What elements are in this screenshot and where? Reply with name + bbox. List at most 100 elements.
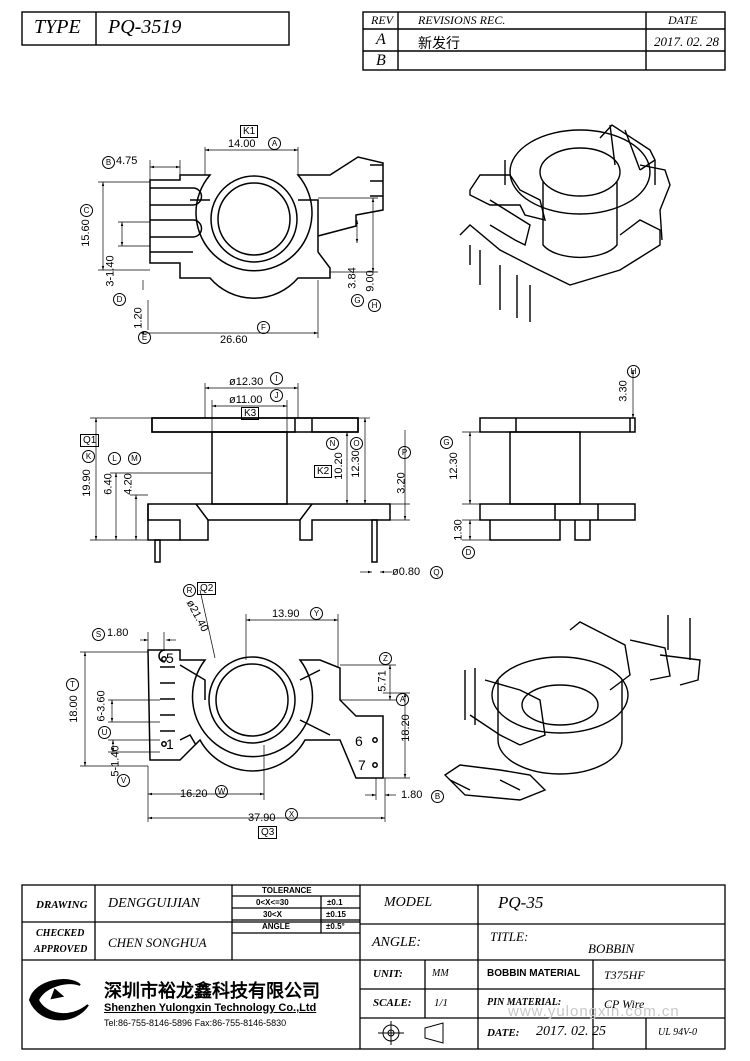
iso-view-top xyxy=(459,124,671,322)
scale-value: 1/1 xyxy=(434,997,449,1009)
titleblock-frame xyxy=(21,884,726,1050)
tol-range-3: ANGLE xyxy=(262,922,290,931)
unit-label: UNIT: xyxy=(373,968,403,980)
unit-value: MM xyxy=(432,968,449,979)
tag-c: C xyxy=(80,204,93,217)
tag-r: R xyxy=(183,584,196,597)
date-label: DATE: xyxy=(487,1027,520,1039)
label-k1: K1 xyxy=(240,125,259,138)
tag-h: H xyxy=(368,299,381,312)
dim-z: 5.71 xyxy=(376,670,389,692)
dim-n: 10.20 xyxy=(332,452,345,480)
tol-value-1: ±0.1 xyxy=(327,898,343,907)
label-q2: Q2 xyxy=(197,582,217,595)
pin-label-7: 7 xyxy=(358,757,366,773)
scale-label: SCALE: xyxy=(373,997,412,1009)
dim-j: ø11.00 xyxy=(229,394,263,406)
type-value: PQ-3519 xyxy=(108,16,182,38)
angle-label: ANGLE: xyxy=(372,935,421,950)
bobbin-material-label: BOBBIN MATERIAL xyxy=(487,968,581,979)
tag-p: P xyxy=(398,446,411,459)
end-dim-g: 12.30 xyxy=(447,452,460,480)
tag-u: U xyxy=(98,726,111,739)
pin-label-5: 5 xyxy=(166,650,174,666)
dim-x: 37.90 xyxy=(248,812,276,824)
side-view-dims xyxy=(90,383,410,574)
end-dim-d: 1.30 xyxy=(452,519,465,541)
tag-t: T xyxy=(66,678,79,691)
dim-o: 12.30 xyxy=(349,450,362,478)
company-tel: Tel:86-755-8146-5896 Fax:86-755-8146-583… xyxy=(104,1018,287,1028)
header-frame xyxy=(21,11,726,71)
tag-y: Y xyxy=(310,607,323,620)
projection-symbol-icon xyxy=(378,1021,444,1045)
tag-aa: A xyxy=(396,693,409,706)
dim-a: 14.00 xyxy=(228,138,256,150)
end-tag-g: G xyxy=(440,436,453,449)
date-value: 2017. 02. 25 xyxy=(536,1024,606,1039)
rev-row-a-text: 新发行 xyxy=(418,36,460,52)
date-col-header: DATE xyxy=(668,13,698,27)
tag-z: Z xyxy=(379,652,392,665)
revisions-col-header: REVISIONS REC. xyxy=(418,13,506,27)
tag-s: S xyxy=(92,628,105,641)
end-view-dims xyxy=(462,370,635,541)
tag-w: W xyxy=(215,785,228,798)
dim-pin: ø0.80 xyxy=(392,566,421,578)
tag-x: X xyxy=(285,808,298,821)
company-en: Shenzhen Yulongxin Technology Co.,Ltd xyxy=(104,1002,317,1014)
title-value: BOBBIN xyxy=(588,941,635,956)
model-value: PQ-35 xyxy=(498,893,544,912)
approved-label: APPROVED xyxy=(34,944,88,955)
dim-t: 18.00 xyxy=(67,695,80,723)
title-label: TITLE: xyxy=(490,929,529,944)
ul-value: UL 94V-0 xyxy=(658,1027,697,1038)
tol-range-1: 0<X<=30 xyxy=(256,898,289,907)
dim-c: 15.60 xyxy=(79,219,92,247)
rev-row-a-date: 2017. 02. 28 xyxy=(654,34,719,49)
tol-value-3: ±0.5° xyxy=(326,922,345,931)
pin-label-6: 6 xyxy=(355,733,363,749)
tag-k: K xyxy=(82,450,95,463)
end-dim-h: 3.30 xyxy=(617,380,630,402)
tag-m: M xyxy=(128,452,141,465)
dim-g: 3.84 xyxy=(346,267,359,289)
dim-aa: 18.20 xyxy=(399,714,412,742)
bobbin-material-value: T375HF xyxy=(604,968,645,982)
dim-s: 1.80 xyxy=(107,627,129,639)
top-view-dims xyxy=(98,147,378,338)
tol-range-2: 30<X xyxy=(263,910,282,919)
watermark: www.yulongxin.com.cn xyxy=(508,1003,680,1020)
pin-material-value: CP Wire xyxy=(604,997,645,1011)
end-tag-d: D xyxy=(462,546,475,559)
tag-g: G xyxy=(351,294,364,307)
bottom-view-dims xyxy=(80,589,410,822)
company-logo-icon xyxy=(28,979,89,1021)
tol-value-2: ±0.15 xyxy=(326,910,346,919)
tag-j: J xyxy=(270,389,283,402)
checked-label: CHECKED xyxy=(36,928,85,939)
tag-i: I xyxy=(270,372,283,385)
model-label: MODEL xyxy=(384,895,433,910)
top-view-outline xyxy=(149,156,384,299)
pin-material-label: PIN MATERIAL: xyxy=(487,997,562,1008)
dim-v: 5-1.40 xyxy=(109,745,122,777)
tag-b-bottom: B xyxy=(431,790,444,803)
dim-w: 16.20 xyxy=(180,788,208,800)
dim-e: 1.20 xyxy=(132,307,145,329)
tag-a: A xyxy=(268,137,281,150)
dim-i: ø12.30 xyxy=(229,376,264,388)
label-k2: K2 xyxy=(314,465,333,478)
dim-l: 6.40 xyxy=(102,473,115,495)
dim-u: 6-3.60 xyxy=(95,690,108,722)
rev-col-header: REV xyxy=(371,13,393,27)
tag-q: Q xyxy=(430,566,443,579)
tag-o: O xyxy=(350,437,363,450)
bottom-view-outline xyxy=(147,649,384,779)
dim-p: 3.20 xyxy=(395,472,408,494)
dim-y: 13.90 xyxy=(272,608,300,620)
drawing-value: DENGGUIJIAN xyxy=(108,896,200,911)
rev-row-a-letter: A xyxy=(376,31,386,48)
dim-d: 3-1.40 xyxy=(104,255,117,287)
